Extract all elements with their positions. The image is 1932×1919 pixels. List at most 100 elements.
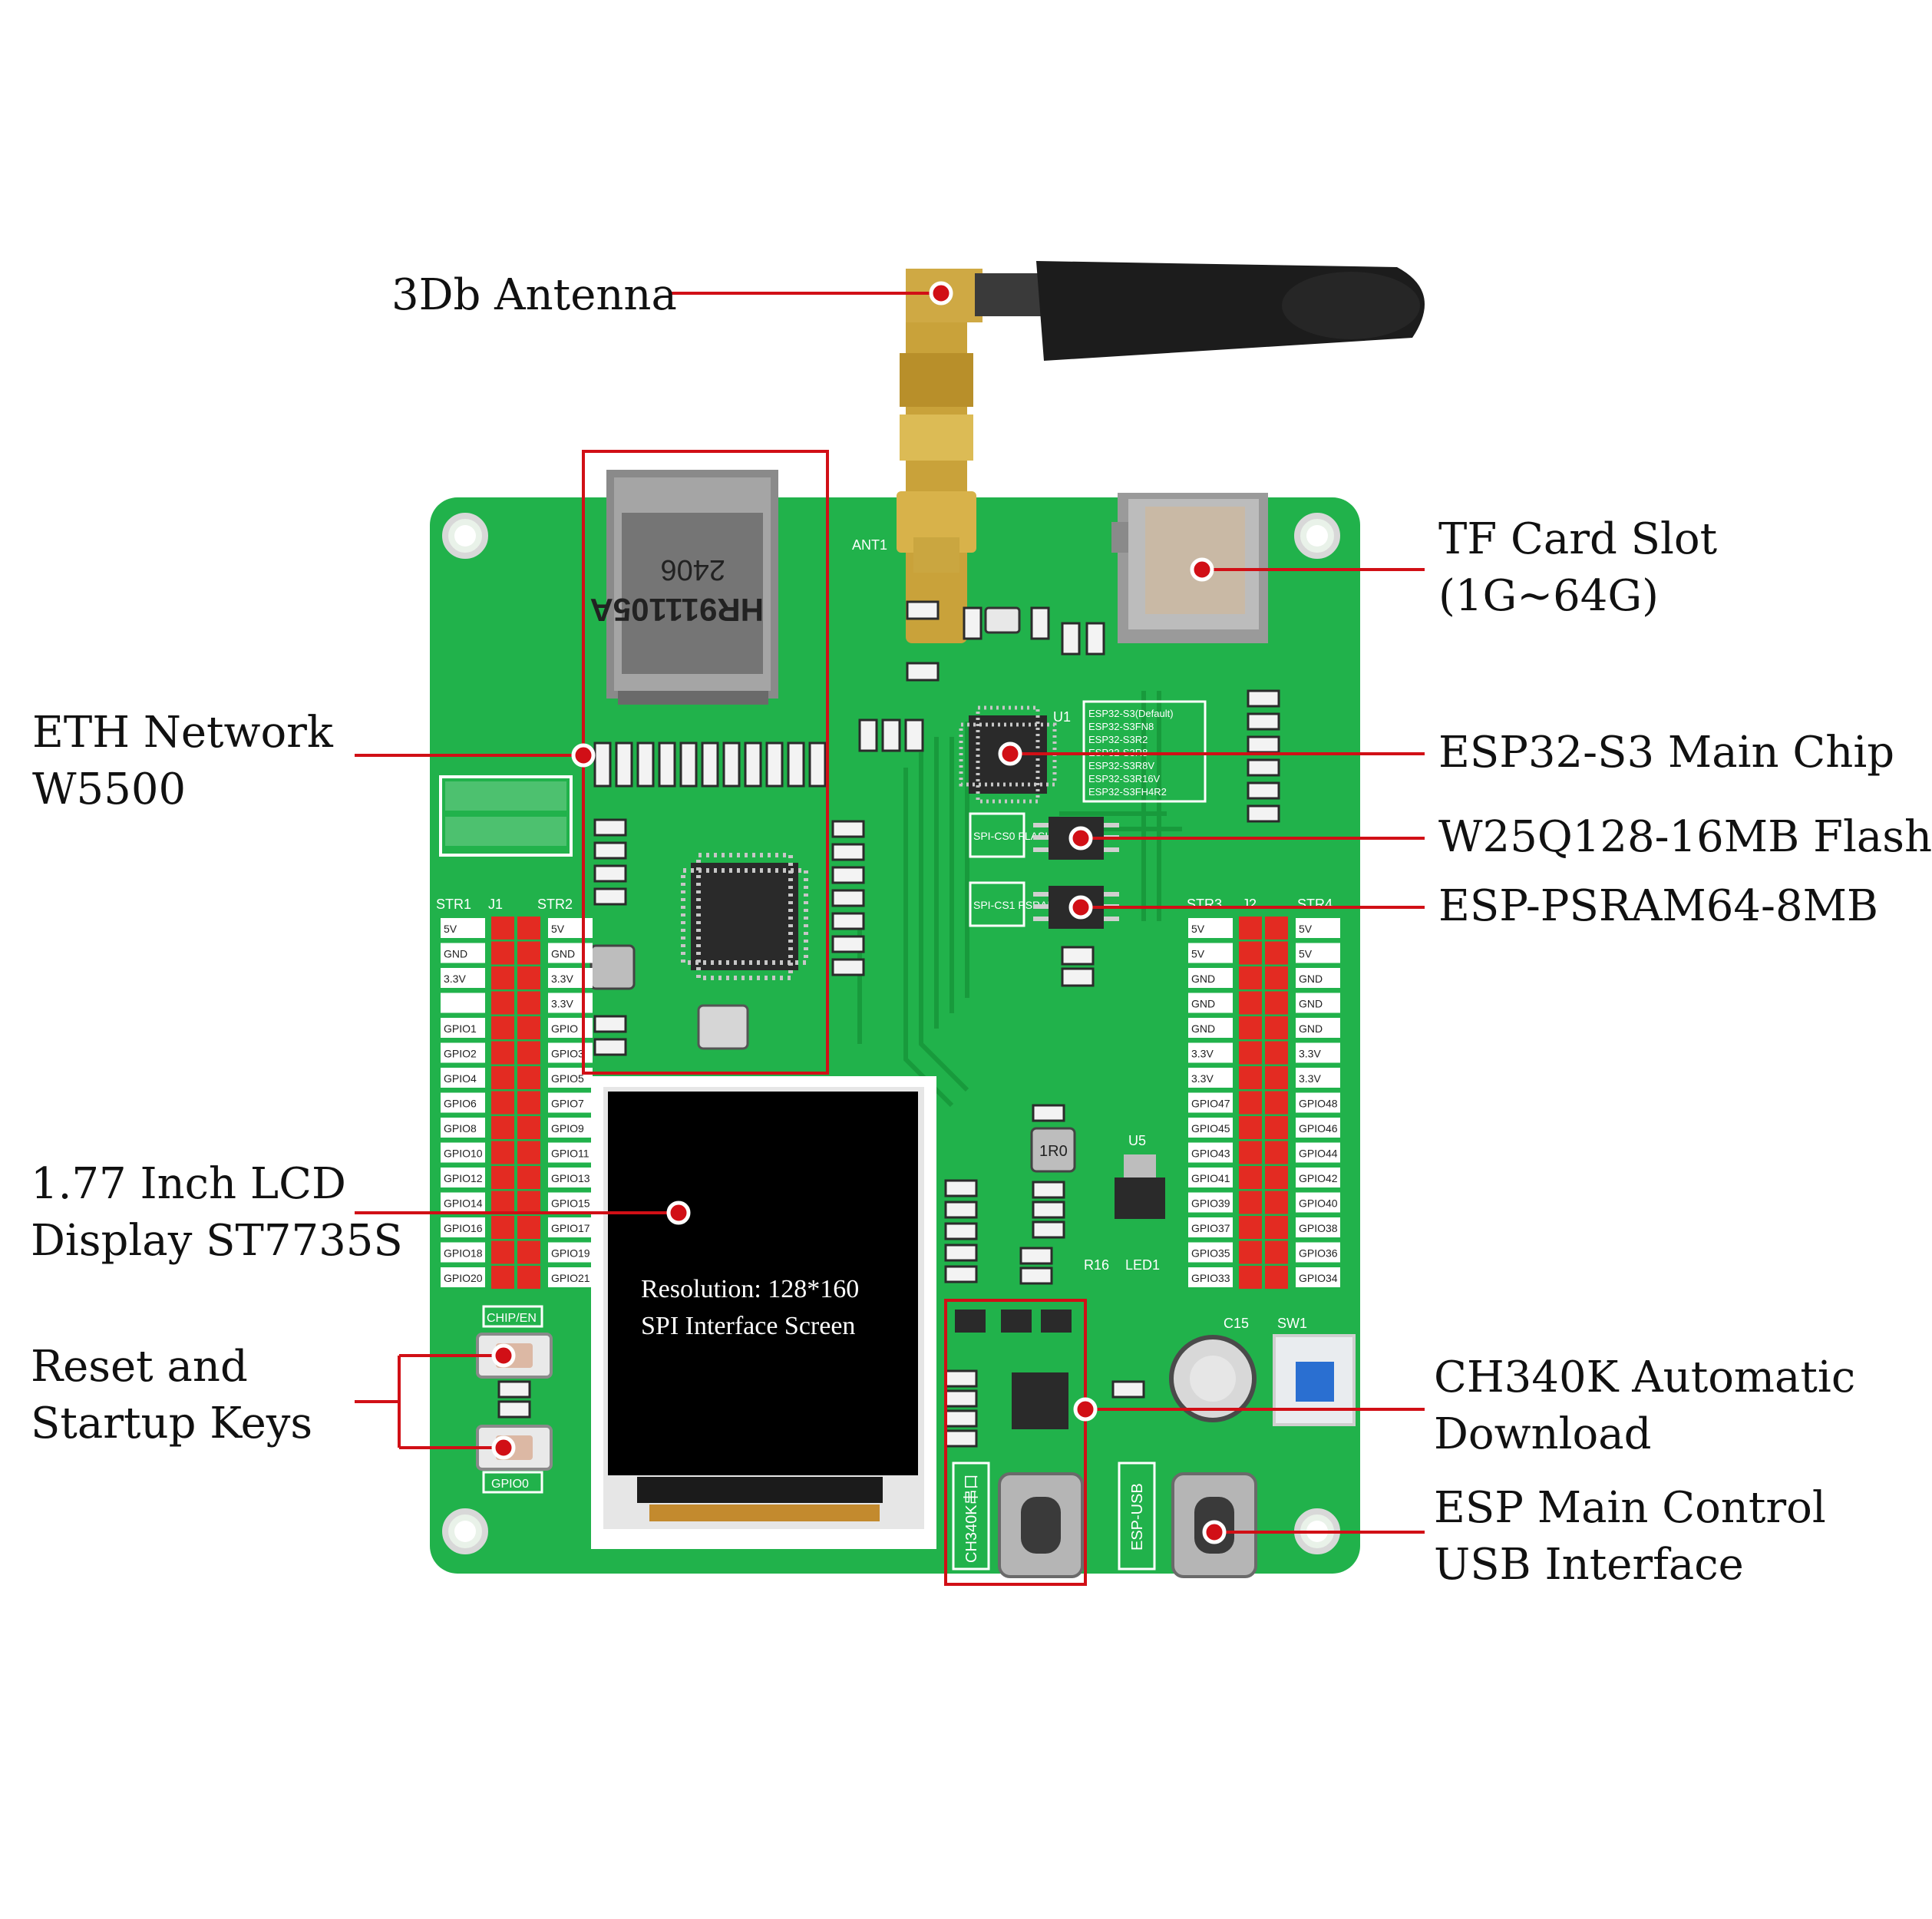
j2-outer-pin-label: GPIO43 bbox=[1191, 1148, 1230, 1160]
j1-pin bbox=[517, 1116, 540, 1139]
j2-inner-pin-label: GPIO38 bbox=[1299, 1222, 1338, 1234]
j2-inner-label-box bbox=[1296, 1118, 1340, 1138]
j1-inner-pin-label: GPIO15 bbox=[551, 1197, 590, 1210]
gpio-legend-row1 bbox=[445, 781, 566, 811]
j1-outer-pin-label: GPIO8 bbox=[444, 1122, 477, 1135]
j2-inner-pin-label: 5V bbox=[1299, 923, 1313, 935]
j1-pin bbox=[517, 991, 540, 1015]
j1-outer-label-box bbox=[441, 968, 485, 988]
j2-inner-pin-label: 3.3V bbox=[1299, 1048, 1321, 1060]
j1-pin bbox=[491, 1216, 514, 1239]
j1-pin bbox=[491, 1191, 514, 1214]
j1-label: J1 bbox=[488, 897, 503, 912]
callout-flash-line1: W25Q128-16MB Flash bbox=[1438, 812, 1932, 862]
callout-lcd-line2: Display ST7735S bbox=[31, 1216, 403, 1266]
spi-cs1-box bbox=[969, 881, 1025, 927]
j2-pin bbox=[1265, 1166, 1288, 1189]
j2-pin bbox=[1265, 1240, 1288, 1264]
str2-label: STR2 bbox=[537, 897, 573, 912]
j2-outer-label-box bbox=[1188, 1092, 1233, 1113]
callout-tf-line2: (1G~64G) bbox=[1438, 571, 1659, 621]
inductor-1r0 bbox=[1030, 1127, 1076, 1173]
j1-pin bbox=[517, 1166, 540, 1189]
j1-inner-pin-label: GND bbox=[551, 948, 575, 960]
j1-inner-label-box bbox=[548, 1217, 593, 1237]
j2-outer-label-box bbox=[1188, 1267, 1233, 1287]
inductor bbox=[590, 944, 636, 990]
j2-pin bbox=[1239, 1191, 1262, 1214]
j2-inner-label-box bbox=[1296, 918, 1340, 938]
j1-outer-label-box bbox=[441, 1242, 485, 1263]
variant-item: ESP32-S3(Default) bbox=[1088, 708, 1174, 719]
j2-pin bbox=[1239, 991, 1262, 1015]
j1-pin bbox=[491, 991, 514, 1015]
j1-inner-label-box bbox=[548, 943, 593, 963]
j1-inner-label-box bbox=[548, 968, 593, 988]
j2-inner-pin-label: GND bbox=[1299, 998, 1323, 1010]
variant-item: ESP32-S3R2 bbox=[1088, 734, 1148, 745]
str4-label: STR4 bbox=[1297, 897, 1333, 912]
j1-outer-label-box bbox=[441, 1192, 485, 1213]
variant-item: ESP32-S3R8V bbox=[1088, 760, 1154, 771]
j1-outer-label-box bbox=[441, 918, 485, 938]
j1-inner-label-box bbox=[548, 1118, 593, 1138]
j1-pin bbox=[517, 1016, 540, 1039]
j1-pin bbox=[491, 966, 514, 989]
j1-pin bbox=[491, 1041, 514, 1065]
j2-inner-label-box bbox=[1296, 1018, 1340, 1038]
j1-pin bbox=[517, 1191, 540, 1214]
j2-outer-pin-label: GPIO33 bbox=[1191, 1272, 1230, 1284]
j2-inner-pin-label: GPIO48 bbox=[1299, 1098, 1338, 1110]
w5500-chip bbox=[681, 853, 808, 980]
j2-outer-pin-label: GPIO47 bbox=[1191, 1098, 1230, 1110]
j2-pin bbox=[1239, 1066, 1262, 1089]
j2-pin bbox=[1265, 991, 1288, 1015]
crystal-x1 bbox=[984, 606, 1021, 634]
j1-inner-pin-label: GPIO21 bbox=[551, 1272, 590, 1284]
j1-pin bbox=[491, 1116, 514, 1139]
j2-inner-pin-label: GPIO40 bbox=[1299, 1197, 1338, 1210]
j1-outer-pin-label: GPIO18 bbox=[444, 1247, 483, 1260]
j2-pin bbox=[1239, 1016, 1262, 1039]
switch-knob bbox=[1296, 1362, 1334, 1402]
j1-pin bbox=[517, 1266, 540, 1289]
callout-antenna: 3Db Antenna bbox=[391, 267, 677, 324]
j2-pin bbox=[1239, 1141, 1262, 1164]
j2-outer-pin-label: 3.3V bbox=[1191, 1072, 1214, 1085]
j2-outer-pin-label: 3.3V bbox=[1191, 1048, 1214, 1060]
j1-outer-pin-label: GPIO14 bbox=[444, 1197, 483, 1210]
callout-tf-line1: TF Card Slot bbox=[1438, 514, 1718, 564]
ant-label: ANT1 bbox=[852, 537, 887, 553]
j2-outer-label-box bbox=[1188, 1018, 1233, 1038]
j1-outer-label-box bbox=[441, 993, 485, 1013]
j1-pin bbox=[517, 1041, 540, 1065]
callout-lcd: 1.77 Inch LCD Display ST7735S bbox=[31, 1156, 403, 1270]
c15-label: C15 bbox=[1224, 1316, 1249, 1331]
callout-esp32-line1: ESP32-S3 Main Chip bbox=[1438, 728, 1895, 778]
ch340-transistors bbox=[955, 1310, 1072, 1333]
j1-pin bbox=[491, 1016, 514, 1039]
callout-keys-line1: Reset and bbox=[31, 1342, 248, 1392]
ch340-chip bbox=[1012, 1372, 1068, 1429]
callout-flash: W25Q128-16MB Flash bbox=[1438, 809, 1932, 866]
variant-item: ESP32-S3FH4R2 bbox=[1088, 786, 1167, 798]
j1-inner-pin-label: 3.3V bbox=[551, 973, 573, 985]
j2-outer-label-box bbox=[1188, 1118, 1233, 1138]
regulator-tab bbox=[1124, 1154, 1156, 1177]
j2-inner-label-box bbox=[1296, 1168, 1340, 1187]
mid-caps bbox=[1061, 946, 1095, 987]
usb-c-ch340-inner bbox=[1021, 1497, 1061, 1554]
j2-inner-label-box bbox=[1296, 1192, 1340, 1213]
ch340-highlight-box bbox=[944, 1299, 1087, 1586]
resistor-column-mid bbox=[831, 820, 865, 976]
j1-inner-label-box bbox=[548, 1142, 593, 1163]
gpio0-label: GPIO0 bbox=[491, 1478, 529, 1491]
j1-inner-label-box bbox=[548, 1242, 593, 1263]
variant-box bbox=[1082, 700, 1207, 803]
j1-pin bbox=[517, 941, 540, 965]
j2-inner-pin-label: GPIO46 bbox=[1299, 1122, 1338, 1135]
esp-usb-box bbox=[1118, 1462, 1156, 1571]
led1-label: LED1 bbox=[1125, 1257, 1160, 1273]
j1-inner-label-box bbox=[548, 1018, 593, 1038]
